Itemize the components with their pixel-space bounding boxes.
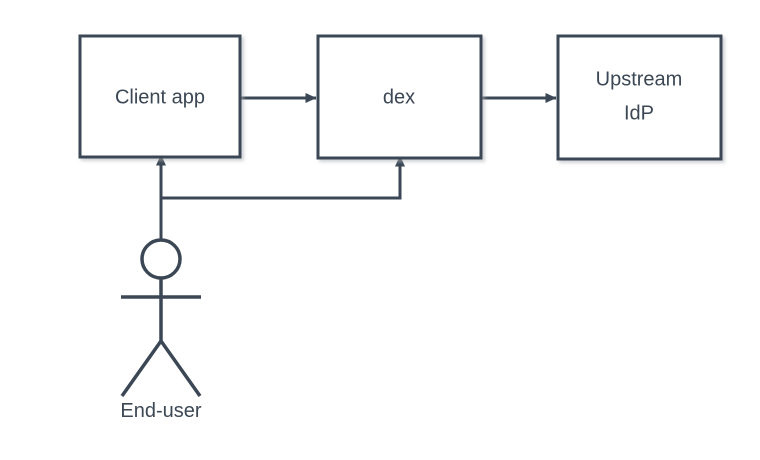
actor-right-leg-icon <box>159 339 202 398</box>
node-upstream-idp[interactable]: Upstream IdP <box>556 34 723 161</box>
actor-end-user[interactable]: End-user <box>120 238 202 422</box>
node-box[interactable] <box>78 34 242 159</box>
node-dex[interactable]: dex <box>316 34 483 160</box>
node-box[interactable] <box>316 34 483 160</box>
actor-label-end-user: End-user <box>120 400 201 422</box>
actor-head-icon <box>140 238 182 280</box>
node-label-upstream-idp-line2: IdP <box>624 102 654 124</box>
node-label-dex: dex <box>383 86 415 108</box>
node-label-client-app: Client app <box>115 86 205 108</box>
edge-path <box>161 155 405 200</box>
node-label-upstream-idp-line1: Upstream <box>596 68 683 90</box>
edge-end-user-to-dex <box>161 155 405 200</box>
node-box[interactable] <box>556 34 723 161</box>
actor-left-leg-icon <box>120 339 163 398</box>
node-client-app[interactable]: Client app <box>78 34 242 159</box>
